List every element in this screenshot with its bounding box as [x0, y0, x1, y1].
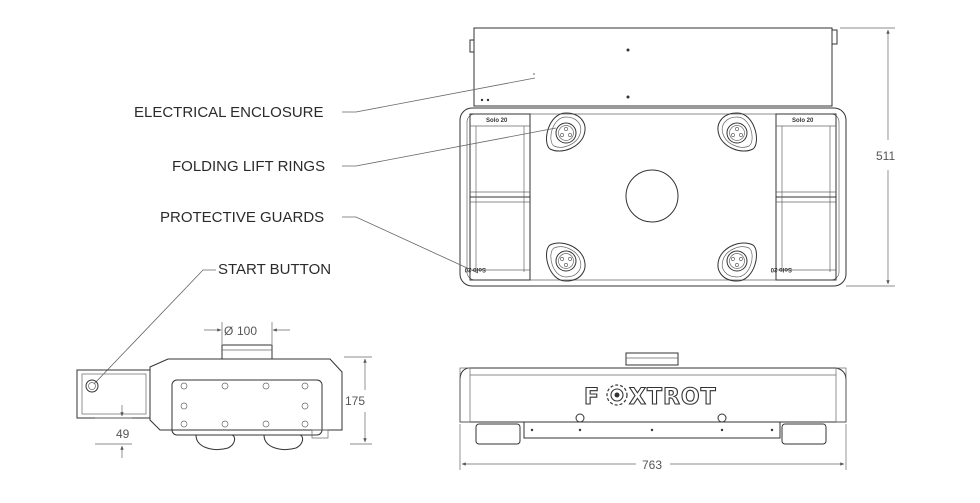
lift-ring-icon [717, 112, 757, 152]
module-label-bottom-right: Solo 20 [770, 266, 792, 272]
dimension-175-label: 175 [345, 394, 365, 408]
logo-prefix: F [584, 385, 600, 410]
gear-icon [606, 384, 628, 406]
lift-ring-icon [546, 112, 586, 152]
dimension-763-label: 763 [642, 458, 662, 472]
module-right [775, 113, 837, 281]
callout-folding-lift-rings: FOLDING LIFT RINGS [172, 158, 325, 175]
front-view: F XTROT 763 [459, 352, 847, 472]
dimension-100-label: 100 [237, 324, 257, 338]
dimension-49-label: 49 [116, 427, 130, 441]
top-view: Solo 20 Solo 20 Solo 20 Solo 20 511 [459, 27, 895, 287]
module-label-top-right: Solo 20 [792, 118, 814, 124]
dimension-511-label: 511 [876, 149, 895, 163]
logo-suffix: XTROT [629, 385, 717, 410]
callouts: ELECTRICAL ENCLOSURE FOLDING LIFT RINGS … [93, 77, 557, 385]
module-left [469, 113, 531, 281]
side-view: Ø 100 175 49 [76, 322, 372, 458]
callout-start-button: START BUTTON [218, 261, 331, 278]
callout-protective-guards: PROTECTIVE GUARDS [160, 209, 324, 226]
base-plate [459, 107, 847, 287]
lift-ring-icon [546, 242, 586, 282]
foxtrot-logo: F XTROT [583, 384, 717, 411]
dimension-diameter-symbol: Ø [224, 324, 233, 338]
electrical-enclosure-body [469, 27, 838, 107]
module-label-top-left: Solo 20 [486, 118, 508, 124]
module-label-bottom-left: Solo 20 [464, 266, 486, 272]
callout-electrical-enclosure: ELECTRICAL ENCLOSURE [134, 104, 324, 121]
dimension-height-top: 511 [840, 27, 895, 287]
lift-ring-icon [717, 242, 757, 282]
